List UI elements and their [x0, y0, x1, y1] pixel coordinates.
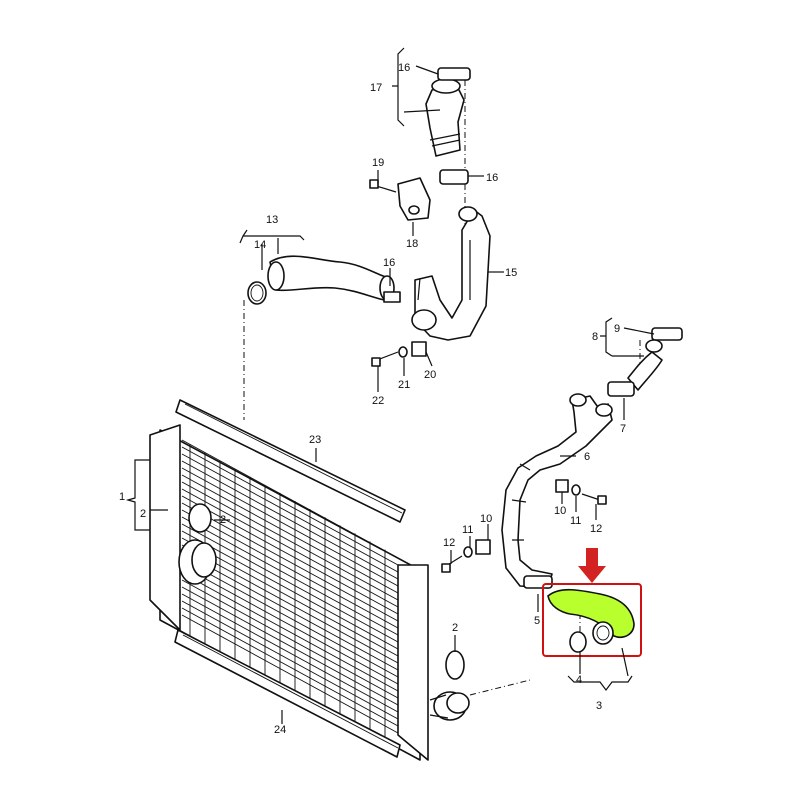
label-20: 20 [424, 369, 436, 381]
label-6: 6 [584, 451, 590, 463]
highlight-callout [542, 548, 642, 657]
fin-line [181, 537, 399, 657]
label-14: 14 [254, 239, 266, 251]
upper-rail [175, 399, 406, 523]
fin-line [181, 446, 399, 566]
label-11-left: 11 [462, 524, 473, 536]
label-19: 19 [372, 157, 384, 169]
fin-line [181, 586, 399, 706]
pressure-sensor-18 [369, 177, 431, 221]
fin-line [181, 593, 399, 713]
label-22: 22 [372, 395, 384, 407]
fin-line [181, 558, 399, 678]
fin-line [181, 579, 399, 699]
bolt-hardware-pipe [441, 479, 607, 573]
label-23: 23 [309, 434, 321, 446]
fin-line [181, 544, 399, 664]
label-10-left: 10 [480, 513, 492, 525]
label-12-right: 12 [590, 523, 602, 535]
callout-labels: 13 14 16 17 16 19 18 16 15 20 21 22 23 1… [119, 62, 626, 736]
connector-hose-17 [425, 67, 471, 185]
label-3: 3 [596, 700, 602, 712]
label-2-right: 2 [452, 622, 458, 634]
highlight-arrow-icon [578, 548, 606, 583]
label-2-left: 2 [220, 514, 226, 526]
fin-line [181, 453, 399, 573]
fin-line [181, 460, 399, 580]
label-16-middle: 16 [486, 172, 498, 184]
highlighted-hose-3 [547, 588, 635, 653]
fin-line [181, 474, 399, 594]
label-5: 5 [534, 615, 540, 627]
fin-line [181, 509, 399, 629]
label-8: 8 [592, 331, 598, 343]
label-4: 4 [576, 674, 582, 686]
fin-line [181, 572, 399, 692]
fin-line [181, 607, 399, 727]
label-15: 15 [505, 267, 517, 279]
fin-line [181, 565, 399, 685]
label-10-right: 10 [554, 505, 566, 517]
label-16-top: 16 [398, 62, 410, 74]
connector-hose-8 [607, 327, 683, 397]
label-21: 21 [398, 379, 410, 391]
fin-line [181, 600, 399, 720]
fin-line [181, 481, 399, 601]
charge-air-hose-13 [247, 255, 401, 305]
intercooler [149, 424, 470, 761]
label-16-lower: 16 [383, 257, 395, 269]
label-13: 13 [266, 214, 278, 226]
label-11-right: 11 [570, 515, 581, 527]
fin-line [181, 495, 399, 615]
fin-line [181, 614, 399, 734]
fin-line [181, 439, 399, 559]
fin-line [181, 467, 399, 587]
label-17: 17 [370, 82, 382, 94]
label-12-left: 12 [443, 537, 455, 549]
bolt-hardware-upper [371, 341, 427, 367]
fin-line [181, 516, 399, 636]
label-2-bracket: 2 [140, 508, 146, 520]
fin-line [181, 488, 399, 608]
label-7: 7 [620, 423, 626, 435]
label-9: 9 [614, 323, 620, 335]
o-rings [188, 503, 465, 680]
fin-line [181, 523, 399, 643]
charge-air-pipe-15 [411, 206, 491, 341]
fin-line [181, 551, 399, 671]
leader-lines [125, 47, 655, 724]
label-24: 24 [274, 724, 286, 736]
label-18: 18 [406, 238, 418, 250]
charge-air-pipe-6 [501, 393, 613, 589]
label-1: 1 [119, 491, 125, 503]
fin-line [181, 530, 399, 650]
lower-rail [174, 629, 401, 758]
fin-line [181, 502, 399, 622]
